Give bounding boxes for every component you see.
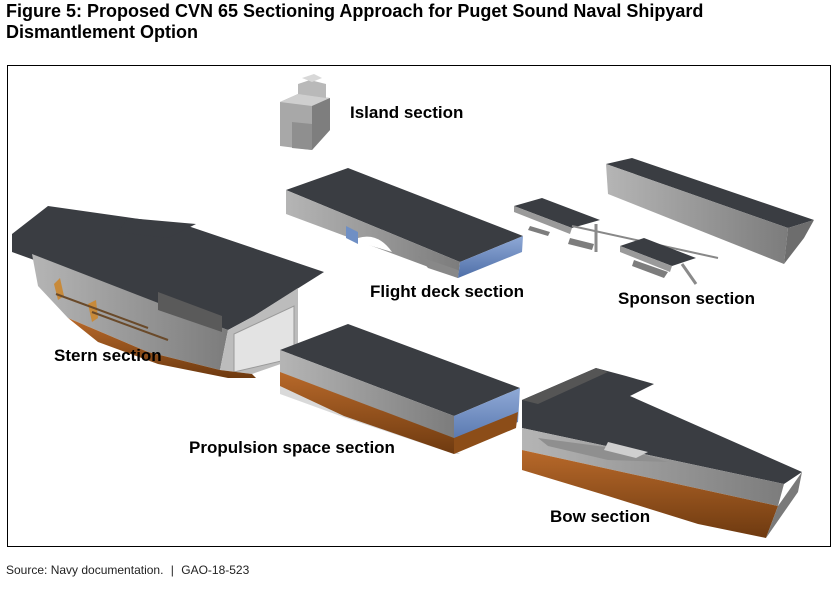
bow-section bbox=[522, 368, 802, 538]
figure-title: Figure 5: Proposed CVN 65 Sectioning App… bbox=[6, 1, 832, 43]
label-sponson-section: Sponson section bbox=[618, 289, 755, 308]
source-note: Source: Navy documentation. | GAO-18-523 bbox=[6, 563, 249, 577]
flight-deck-section bbox=[286, 168, 523, 278]
stern-section bbox=[12, 206, 324, 378]
island-section bbox=[280, 74, 330, 150]
label-island-section: Island section bbox=[350, 103, 464, 122]
sectioning-diagram bbox=[12, 74, 814, 538]
source-text: Source: Navy documentation. bbox=[6, 563, 164, 577]
label-stern-section: Stern section bbox=[54, 346, 162, 365]
source-separator: | bbox=[170, 563, 174, 577]
propulsion-space-section bbox=[280, 324, 520, 454]
label-propulsion-space-section: Propulsion space section bbox=[189, 438, 395, 457]
sponson-section bbox=[514, 158, 814, 285]
label-bow-section: Bow section bbox=[550, 507, 651, 526]
figure-title-line-2: Dismantlement Option bbox=[6, 22, 199, 42]
figure-title-line-1: Figure 5: Proposed CVN 65 Sectioning App… bbox=[6, 1, 704, 21]
diagram-frame: Island section Flight deck section Spons… bbox=[7, 65, 831, 547]
label-flight-deck-section: Flight deck section bbox=[370, 282, 524, 301]
report-id: GAO-18-523 bbox=[181, 563, 250, 577]
